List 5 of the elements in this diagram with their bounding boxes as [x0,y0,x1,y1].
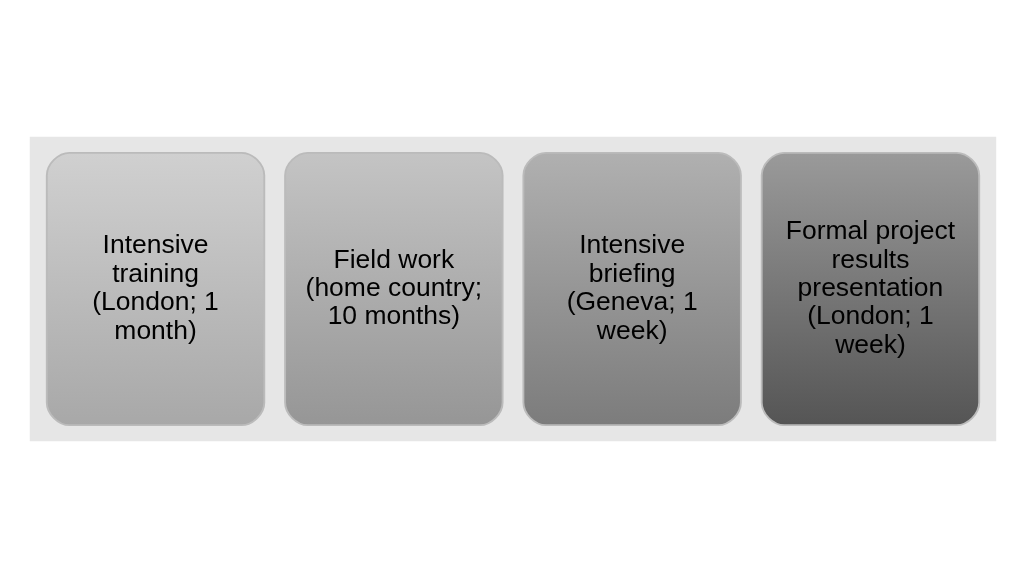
node-box: Intensive briefing (Geneva; 1 week) [522,151,742,427]
node-box: Intensive training (London; 1 month) [45,151,266,427]
cluster [29,136,997,442]
node-box: Field work (home country; 10 months) [284,151,504,427]
node-box: Formal project results presentation (London; 1 week) [760,151,981,427]
